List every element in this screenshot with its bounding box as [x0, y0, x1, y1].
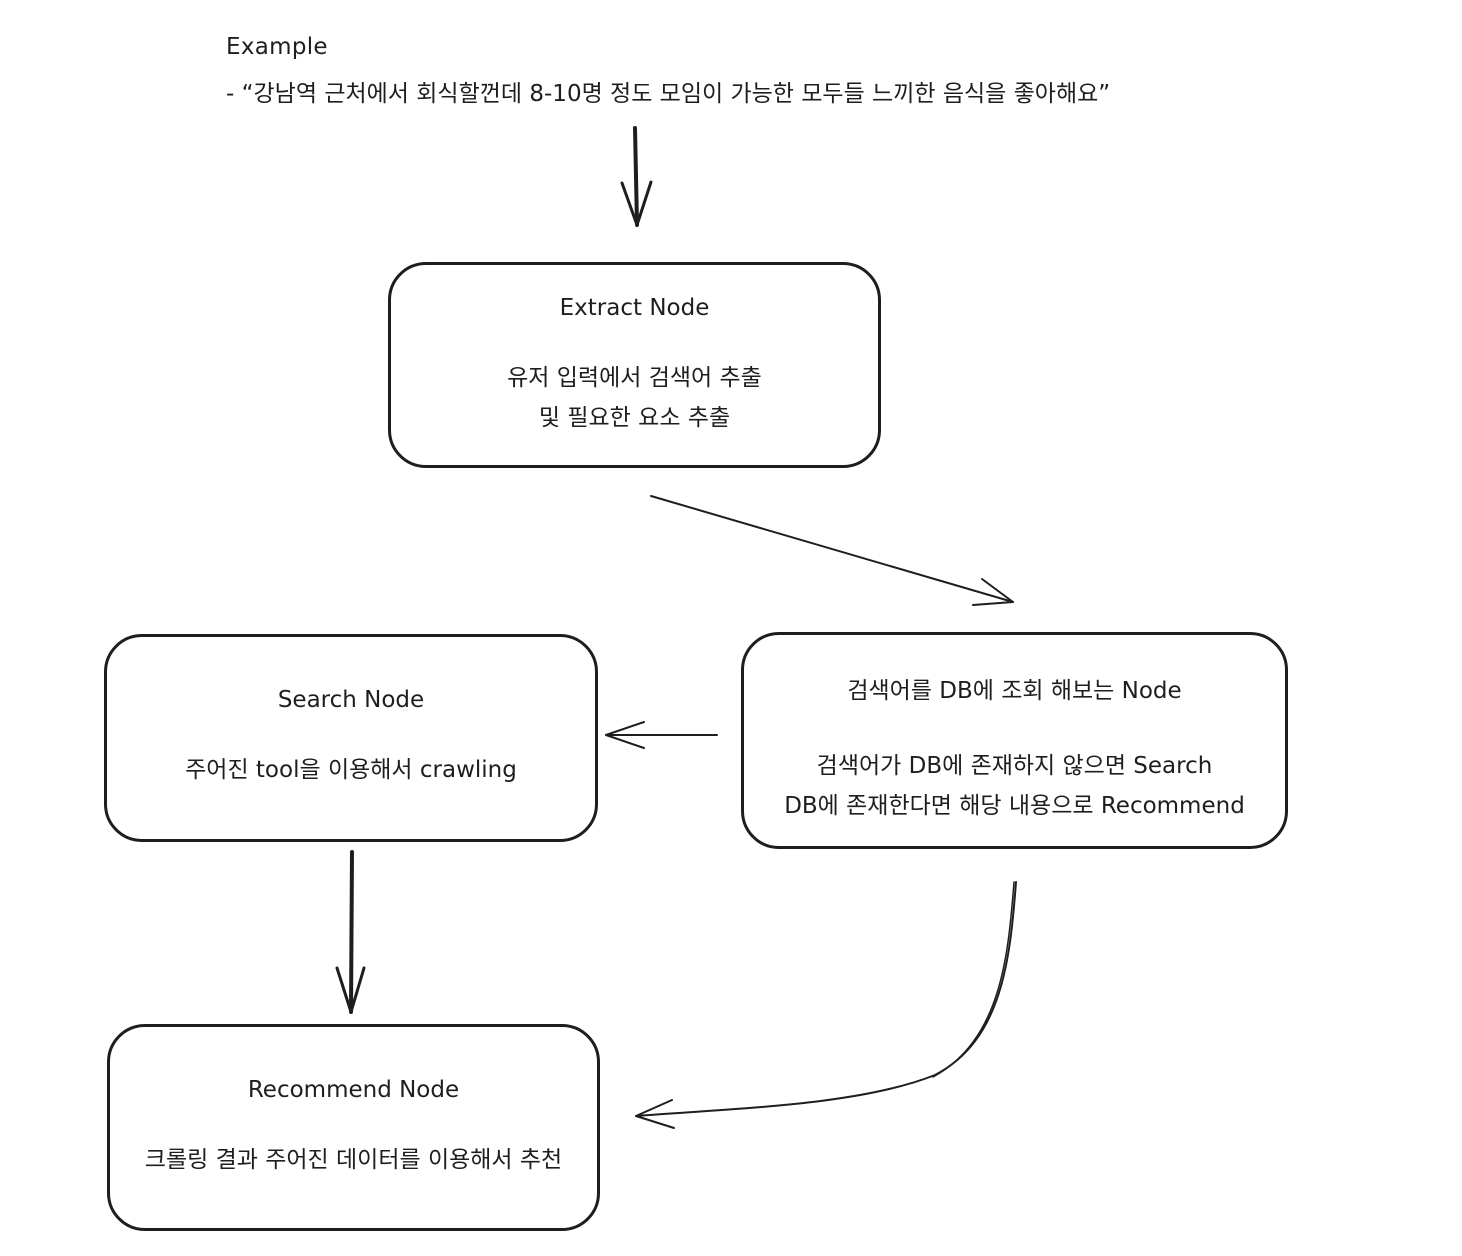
db-check-node-desc-line2: DB에 존재한다면 해당 내용으로 Recommend	[784, 793, 1245, 819]
recommend-node-title: Recommend Node	[247, 1077, 460, 1103]
search-node-desc: 주어진 tool을 이용해서 crawling	[185, 757, 517, 783]
search-node[interactable]: Search Node 주어진 tool을 이용해서 crawling	[104, 634, 598, 842]
arrow-dbcheck-to-recommend	[635, 881, 1017, 1129]
example-text: - “강남역 근처에서 회식할껀데 8-10명 정도 모임이 가능한 모두들 느…	[226, 81, 1111, 107]
db-check-node-title: 검색어를 DB에 조회 해보는 Node	[847, 678, 1182, 704]
example-title: Example	[226, 34, 328, 60]
db-check-node-desc-line1: 검색어가 DB에 존재하지 않으면 Search	[816, 753, 1213, 779]
extract-node-desc-line2: 및 필요한 요소 추출	[538, 405, 731, 431]
arrow-extract-to-dbcheck	[650, 495, 1014, 606]
extract-node-title: Extract Node	[559, 295, 710, 321]
arrow-dbcheck-to-search	[605, 721, 718, 749]
arrow-search-to-recommend	[335, 850, 366, 1014]
db-check-node[interactable]: 검색어를 DB에 조회 해보는 Node 검색어가 DB에 존재하지 않으면 S…	[741, 632, 1288, 849]
search-node-title: Search Node	[277, 687, 425, 713]
arrow-example-to-extract	[620, 126, 653, 227]
recommend-node-desc: 크롤링 결과 주어진 데이터를 이용해서 추천	[144, 1147, 563, 1173]
extract-node[interactable]: Extract Node 유저 입력에서 검색어 추출 및 필요한 요소 추출	[388, 262, 881, 468]
recommend-node[interactable]: Recommend Node 크롤링 결과 주어진 데이터를 이용해서 추천	[107, 1024, 600, 1231]
extract-node-desc-line1: 유저 입력에서 검색어 추출	[507, 365, 762, 391]
